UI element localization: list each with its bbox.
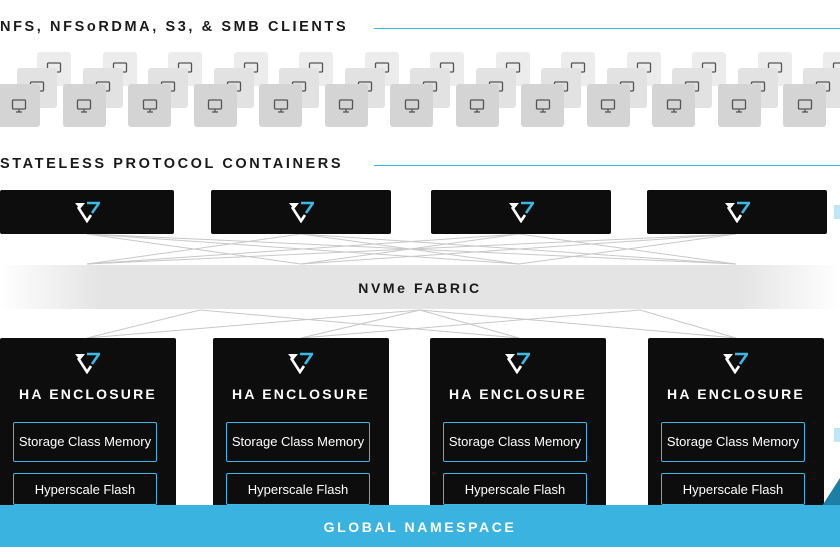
enclosure-title: HA ENCLOSURE [19, 386, 157, 402]
protocol-container [211, 190, 391, 234]
client-monitor [193, 84, 237, 127]
client-monitor [62, 84, 106, 127]
nvme-fabric-band [0, 265, 840, 309]
monitor-icon [11, 98, 26, 113]
monitor-icon [273, 98, 288, 113]
vast-logo-icon [289, 201, 314, 223]
vast-logo-icon [505, 352, 530, 374]
ha-enclosure: HA ENCLOSURE Storage Class Memory Hypers… [648, 338, 824, 528]
monitor-icon [797, 98, 812, 113]
ha-enclosure: HA ENCLOSURE Storage Class Memory Hypers… [430, 338, 606, 528]
client-monitor [652, 84, 695, 127]
monitor-icon [142, 98, 157, 113]
enclosure-title: HA ENCLOSURE [667, 386, 805, 402]
client-monitor [0, 84, 40, 127]
storage-class-memory-box: Storage Class Memory [661, 422, 805, 462]
containers-section-title: STATELESS PROTOCOL CONTAINERS [0, 156, 344, 172]
monitor-icon [600, 98, 616, 113]
global-namespace-label: GLOBAL NAMESPACE [323, 519, 517, 535]
monitor-icon [338, 98, 354, 113]
storage-class-memory-box: Storage Class Memory [13, 422, 157, 462]
vast-logo-icon [75, 352, 100, 374]
protocol-container [0, 190, 174, 234]
hyperscale-flash-box: Hyperscale Flash [661, 473, 805, 505]
monitor-icon [666, 98, 681, 113]
edge-marker [834, 205, 840, 219]
edge-marker [834, 428, 840, 442]
corner-wedge [822, 478, 840, 506]
hyperscale-flash-box: Hyperscale Flash [13, 473, 157, 505]
client-monitor [586, 84, 630, 127]
client-monitor [455, 84, 499, 127]
monitor-icon [535, 98, 550, 113]
client-monitor [128, 84, 171, 127]
nvme-fabric-label: NVMe FABRIC [358, 280, 482, 296]
monitor-icon [76, 98, 92, 113]
storage-class-memory-box: Storage Class Memory [226, 422, 370, 462]
monitor-icon [404, 98, 419, 113]
vast-logo-icon [725, 201, 750, 223]
ha-enclosure: HA ENCLOSURE Storage Class Memory Hypers… [213, 338, 389, 528]
protocol-container [647, 190, 827, 234]
monitor-icon [731, 98, 747, 113]
enclosure-title: HA ENCLOSURE [232, 386, 370, 402]
monitor-icon [469, 98, 485, 113]
client-monitor [259, 84, 302, 127]
storage-class-memory-box: Storage Class Memory [443, 422, 587, 462]
global-namespace-bar [0, 505, 840, 547]
ha-enclosure: HA ENCLOSURE Storage Class Memory Hypers… [0, 338, 176, 528]
vast-logo-icon [288, 352, 313, 374]
hyperscale-flash-box: Hyperscale Flash [443, 473, 587, 505]
containers-section-rule [374, 165, 840, 166]
enclosure-title: HA ENCLOSURE [449, 386, 587, 402]
vast-logo-icon [723, 352, 748, 374]
client-monitor [521, 84, 564, 127]
hyperscale-flash-box: Hyperscale Flash [226, 473, 370, 505]
client-grid [0, 0, 840, 140]
client-monitor [783, 84, 826, 127]
clients-section-rule [374, 28, 840, 29]
clients-section-title: NFS, NFSoRDMA, S3, & SMB CLIENTS [0, 19, 349, 35]
client-monitor [390, 84, 433, 127]
vast-logo-icon [509, 201, 534, 223]
vast-logo-icon [75, 201, 100, 223]
client-monitor [717, 84, 761, 127]
monitor-icon [207, 98, 223, 113]
client-monitor [324, 84, 368, 127]
protocol-container [431, 190, 611, 234]
